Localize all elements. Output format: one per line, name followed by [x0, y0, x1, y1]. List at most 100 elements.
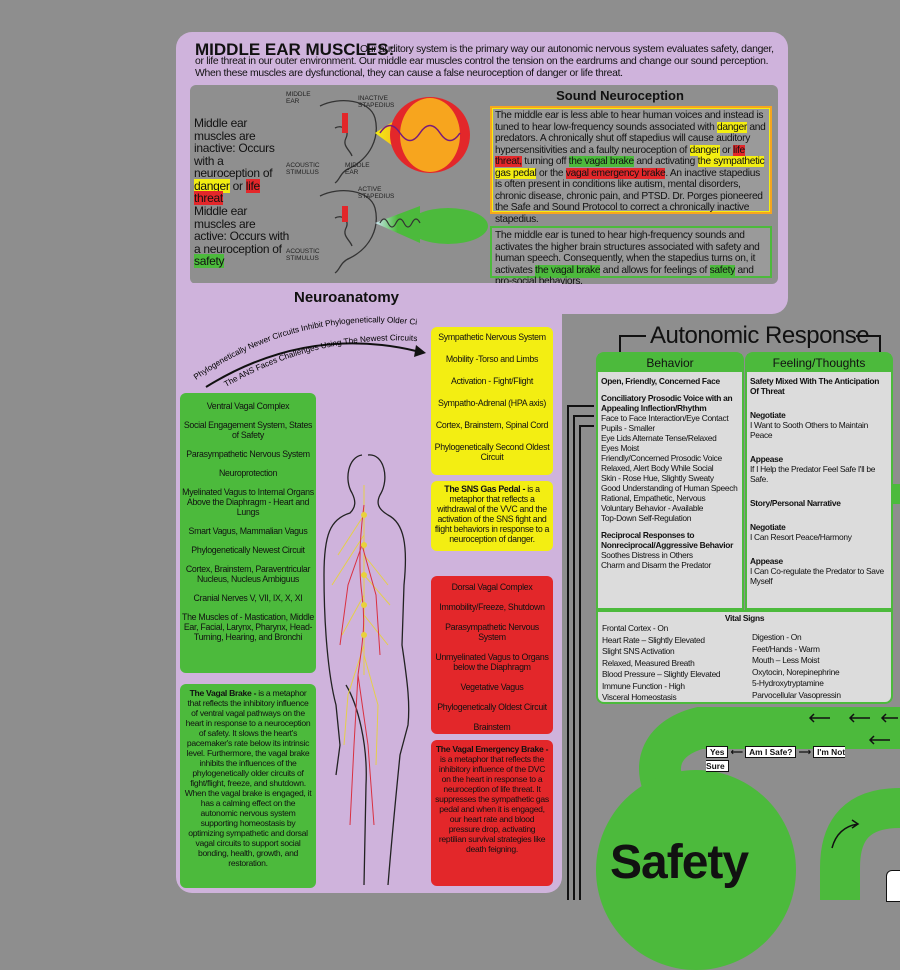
active-safety-highlight: safety — [194, 254, 225, 268]
arc-arrow-head — [414, 345, 426, 357]
inactive-text-6: or the — [536, 167, 566, 179]
feeling-body: Safety Mixed With The Anticipation Of Th… — [747, 372, 891, 590]
behavior-heading-1: Open, Friendly, Concerned Face — [601, 376, 720, 386]
vital-signs-title: Vital Signs — [724, 613, 765, 623]
green-item: Parasympathetic Nervous System — [186, 449, 310, 459]
vital-item: Frontal Cortex - On — [602, 623, 668, 633]
yes-label: Yes — [706, 746, 729, 758]
ear-head-outline-top — [319, 100, 377, 184]
sound-neuroception-title: Sound Neuroception — [556, 88, 684, 103]
corner-card — [886, 870, 900, 902]
active-text-3: and pro-social behaviors. — [495, 264, 754, 288]
yellow-item: Sympathetic Nervous System — [438, 332, 546, 342]
behavior-line: Pupils - Smaller — [601, 423, 655, 433]
neuroanatomy-title: Neuroanatomy — [294, 289, 400, 306]
active-text-2: and allows for feelings of — [600, 264, 710, 276]
emergency-text: is a metaphor that reflects the inhibito… — [435, 754, 549, 854]
right-edge-tab — [893, 484, 900, 504]
inactive-text-4: turning off — [521, 156, 569, 167]
vital-item: Heart Rate – Slightly Elevated — [602, 634, 705, 645]
inactive-or: or — [232, 178, 243, 193]
red-item: Parasympathetic Nervous System — [445, 622, 539, 642]
red-item: Phylogenetically Oldest Circuit — [437, 702, 547, 712]
vital-item: 5-Hydroxytryptamine — [752, 678, 824, 688]
red-item: Dorsal Vagal Complex — [451, 582, 533, 592]
green-item: The Muscles of - Mastication, Middle Ear… — [182, 612, 314, 642]
active-text-1: The middle ear is tuned to hear high-fre… — [495, 230, 760, 276]
vital-item: Relaxed, Measured Breath — [602, 657, 695, 668]
vagal-brake-box: The Vagal Brake - is a metaphor that ref… — [180, 684, 316, 888]
yellow-item: Activation - Fight/Flight — [451, 376, 533, 386]
feeling-header: Feeling/Thoughts — [747, 354, 891, 372]
behavior-line: Soothes Distress in Others — [601, 550, 693, 560]
behavior-line: Charm and Disarm the Predator — [601, 560, 711, 570]
behavior-line: Relaxed, Alert Body While Social — [601, 463, 714, 473]
behavior-body: Open, Friendly, Concerned Face Conciliat… — [598, 372, 742, 574]
vital-item: Feet/Hands - Warm — [752, 643, 820, 654]
diagram-label-inactive-stapedius: INACTIVE STAPEDIUS — [358, 95, 395, 109]
feeling-text-3: If I Help the Predator Feel Safe I'll be… — [750, 464, 876, 484]
middle-ear-intro: Our auditory system is the primary way o… — [195, 44, 774, 79]
behavior-line: Eyes Moist — [601, 443, 639, 453]
red-item: Immobility/Freeze, Shutdown — [439, 602, 545, 612]
autonomic-bracket — [619, 335, 881, 354]
inactive-emergency-brake: vagal emergency brake — [565, 167, 666, 179]
inactive-ear-label: Middle ear muscles are inactive: Occurs … — [194, 117, 289, 205]
yellow-item: Phylogenetically Second Oldest Circuit — [434, 442, 550, 462]
behavior-line: Top-Down Self-Regulation — [601, 513, 692, 523]
inactive-text-3: or — [719, 144, 734, 156]
right-arrow-icon: ⟶ — [798, 747, 811, 757]
active-safety: safety — [709, 264, 735, 276]
behavior-line: Skin - Rose Hue, Slightly Sweaty — [601, 473, 714, 483]
sns-gas-text: is a metaphor that reflects a withdrawal… — [434, 484, 550, 544]
diagram-label-middle-ear-top: MIDDLE EAR — [286, 91, 311, 105]
red-item: Brainstem — [473, 722, 511, 732]
emergency-title: The Vagal Emergency Brake - — [435, 744, 549, 754]
behavior-line: Rational, Empathetic, Nervous — [601, 493, 706, 503]
feeling-heading-4: Story/Personal Narrative — [750, 498, 841, 508]
green-item: Myelinated Vagus to Internal Organs Abov… — [182, 487, 314, 517]
feeling-heading-3: Appease — [750, 454, 783, 464]
inactive-danger-1: danger — [716, 121, 747, 133]
active-vagal-brake: the vagal brake — [535, 264, 601, 276]
am-i-safe-question: Am I Safe? — [745, 746, 797, 758]
connector-lines — [567, 405, 594, 900]
behavior-header: Behavior — [598, 354, 742, 372]
high-frequency-cone — [375, 206, 420, 243]
safety-label: Safety — [610, 836, 749, 889]
inactive-stapedius-description: The middle ear is less able to hear huma… — [490, 106, 772, 225]
arc-text-1: Phylogenetically Newer Circuits Inhibit … — [186, 305, 418, 382]
middle-ear-title: MIDDLE EAR MUSCLES: — [195, 40, 395, 59]
vital-left-list: Frontal Cortex - On Heart Rate – Slightl… — [602, 623, 721, 704]
behavior-line: Face to Face Interaction/Eye Contact — [601, 413, 729, 423]
inactive-text-7: . An inactive stapedius is often present… — [495, 167, 763, 225]
diagram-label-acoustic-stimulus-2: ACOUSTIC STIMULUS — [286, 248, 320, 262]
ventral-vagal-list: Ventral Vagal Complex Social Engagement … — [180, 393, 316, 673]
green-item: Ventral Vagal Complex — [206, 401, 290, 411]
nervous-system-body-figure — [323, 454, 410, 886]
feeling-thoughts-column: Feeling/Thoughts Safety Mixed With The A… — [745, 352, 893, 610]
inactive-text-5: and activating — [633, 156, 698, 167]
behavior-line: Friendly/Concerned Prosodic Voice — [601, 453, 722, 463]
behavior-column: Behavior Open, Friendly, Concerned Face … — [596, 352, 744, 610]
behavior-line: Good Understanding of Human Speech — [601, 483, 738, 493]
green-item: Neuroprotection — [218, 468, 278, 478]
arc-arrow-line — [205, 342, 417, 388]
ear-head-outline-bottom — [319, 190, 377, 274]
green-item: Cranial Nerves V, VII, IX, X, XI — [193, 593, 303, 603]
vagal-brake-text: is a metaphor that reflects the inhibito… — [184, 688, 312, 868]
left-arrow-icon: ⟵ — [730, 747, 743, 757]
behavior-heading-3: Reciprocal Responses to Nonreciprocal/Ag… — [601, 530, 734, 550]
feeling-heading-1: Safety Mixed With The Anticipation Of Th… — [750, 376, 880, 396]
inactive-danger-highlight: danger — [194, 178, 230, 193]
vagal-emergency-brake-box: The Vagal Emergency Brake - is a metapho… — [431, 740, 553, 886]
sympathetic-list: Sympathetic Nervous System Mobility -Tor… — [431, 327, 553, 475]
vital-item: Mouth – Less Moist — [752, 655, 820, 665]
red-item: Unmyelinated Vagus to Organs below the D… — [435, 652, 549, 672]
inactive-text-2: and predators. A chronically shut off st… — [495, 121, 766, 156]
am-i-safe-prompt: Yes ⟵ Am I Safe? ⟶ I'm Not Sure — [706, 745, 866, 772]
feeling-text-6: I Can Co-regulate the Predator to Save M… — [750, 566, 884, 586]
sns-gas-title: The SNS Gas Pedal - — [444, 484, 526, 494]
behavior-line: Voluntary Behavior - Available — [601, 503, 704, 513]
diagram-label-acoustic-stimulus: ACOUSTIC STIMULUS — [286, 162, 320, 176]
